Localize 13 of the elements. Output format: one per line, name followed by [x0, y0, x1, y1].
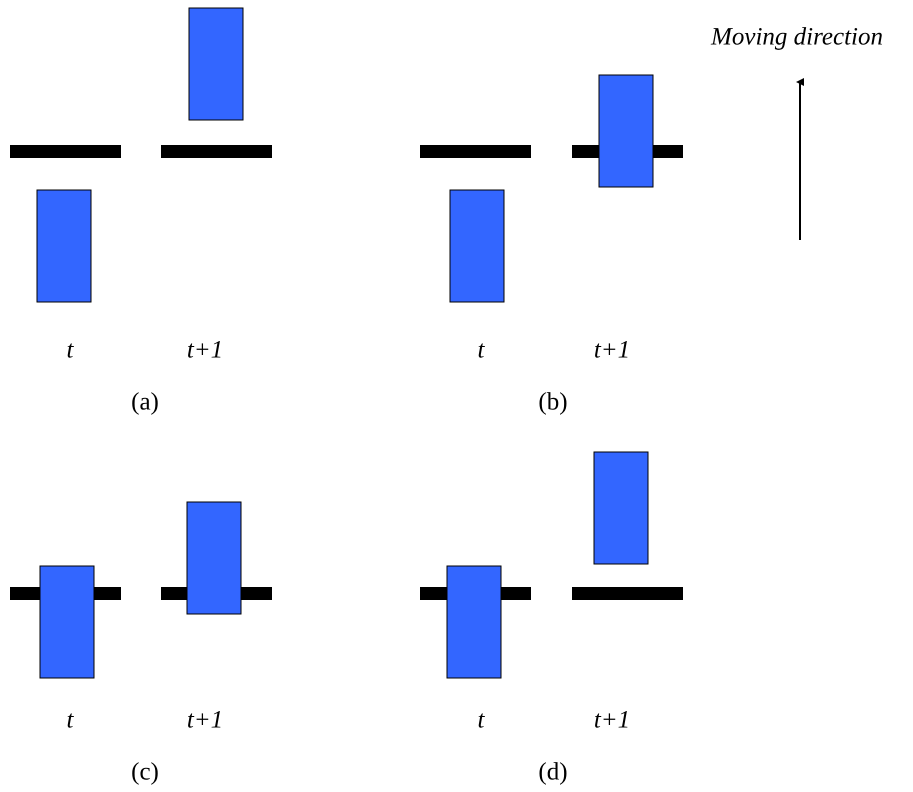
time-label: t	[66, 706, 74, 734]
time-label: t	[478, 706, 484, 734]
time-label: t	[478, 336, 484, 364]
time-label: t+1	[594, 706, 630, 734]
panel-label: (b)	[538, 388, 568, 416]
panel-label: (c)	[131, 758, 159, 786]
time-label: t+1	[594, 336, 630, 364]
panel-label: (a)	[131, 388, 159, 416]
time-label: t	[66, 336, 74, 364]
time-label: t+1	[186, 706, 224, 734]
panel-label: (d)	[538, 758, 568, 786]
direction-label: Moving direction	[711, 23, 883, 51]
time-label: t+1	[186, 336, 224, 364]
